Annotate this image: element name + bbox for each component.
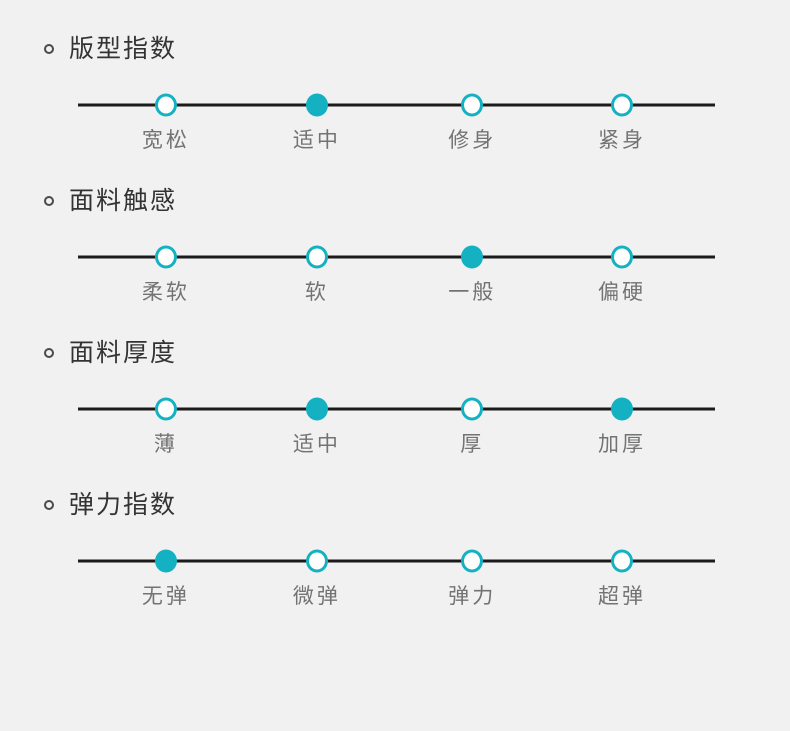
section-heading: 版型指数 — [44, 36, 790, 62]
option-label: 宽松 — [141, 129, 190, 152]
rating-dot — [154, 549, 177, 572]
rating-dot — [154, 93, 177, 116]
option-label: 适中 — [292, 433, 341, 456]
rating-dot — [610, 93, 633, 116]
section-fit-index: 版型指数 宽松 适中 修身 紧身 — [0, 0, 790, 152]
option-label: 适中 — [292, 129, 341, 152]
rating-dot — [305, 93, 328, 116]
bullet-circle-icon — [44, 348, 54, 358]
section-fabric-feel: 面料触感 柔软 软 一般 偏硬 — [0, 152, 790, 304]
rating-labels: 无弹 微弹 弹力 超弹 — [78, 586, 715, 608]
section-title: 面料触感 — [69, 187, 178, 215]
rating-dot — [461, 93, 484, 116]
rating-labels: 宽松 适中 修身 紧身 — [78, 130, 715, 152]
rating-dot — [305, 245, 328, 268]
rating-dot — [154, 245, 177, 268]
section-fabric-thickness: 面料厚度 薄 适中 厚 加厚 — [0, 304, 790, 456]
bullet-circle-icon — [44, 500, 54, 510]
rating-dot — [461, 245, 484, 268]
option-label: 柔软 — [141, 281, 190, 304]
section-elasticity-index: 弹力指数 无弹 微弹 弹力 超弹 — [0, 456, 790, 608]
rating-labels: 柔软 软 一般 偏硬 — [78, 282, 715, 304]
rating-dot — [305, 397, 328, 420]
bullet-circle-icon — [44, 196, 54, 206]
option-label: 一般 — [448, 281, 497, 304]
rating-track — [78, 397, 715, 420]
section-title: 弹力指数 — [69, 491, 178, 519]
bullet-circle-icon — [44, 44, 54, 54]
rating-track — [78, 93, 715, 116]
option-label: 薄 — [153, 433, 178, 456]
section-heading: 面料触感 — [44, 188, 790, 214]
track-line — [78, 559, 715, 562]
rating-track — [78, 549, 715, 572]
option-label: 紧身 — [597, 129, 646, 152]
section-title: 面料厚度 — [69, 339, 178, 367]
section-heading: 弹力指数 — [44, 492, 790, 518]
option-label: 软 — [304, 281, 329, 304]
option-label: 弹力 — [448, 585, 497, 608]
rating-dot — [610, 397, 633, 420]
option-label: 加厚 — [597, 433, 646, 456]
rating-dot — [461, 549, 484, 572]
rating-dot — [461, 397, 484, 420]
track-line — [78, 407, 715, 410]
rating-dot — [154, 397, 177, 420]
rating-dot — [610, 245, 633, 268]
rating-dot — [305, 549, 328, 572]
option-label: 偏硬 — [597, 281, 646, 304]
track-line — [78, 103, 715, 106]
option-label: 超弹 — [597, 585, 646, 608]
section-title: 版型指数 — [69, 35, 178, 63]
option-label: 无弹 — [141, 585, 190, 608]
section-heading: 面料厚度 — [44, 340, 790, 366]
option-label: 厚 — [460, 433, 485, 456]
rating-track — [78, 245, 715, 268]
rating-dot — [610, 549, 633, 572]
option-label: 微弹 — [292, 585, 341, 608]
option-label: 修身 — [448, 129, 497, 152]
rating-labels: 薄 适中 厚 加厚 — [78, 434, 715, 456]
track-line — [78, 255, 715, 258]
